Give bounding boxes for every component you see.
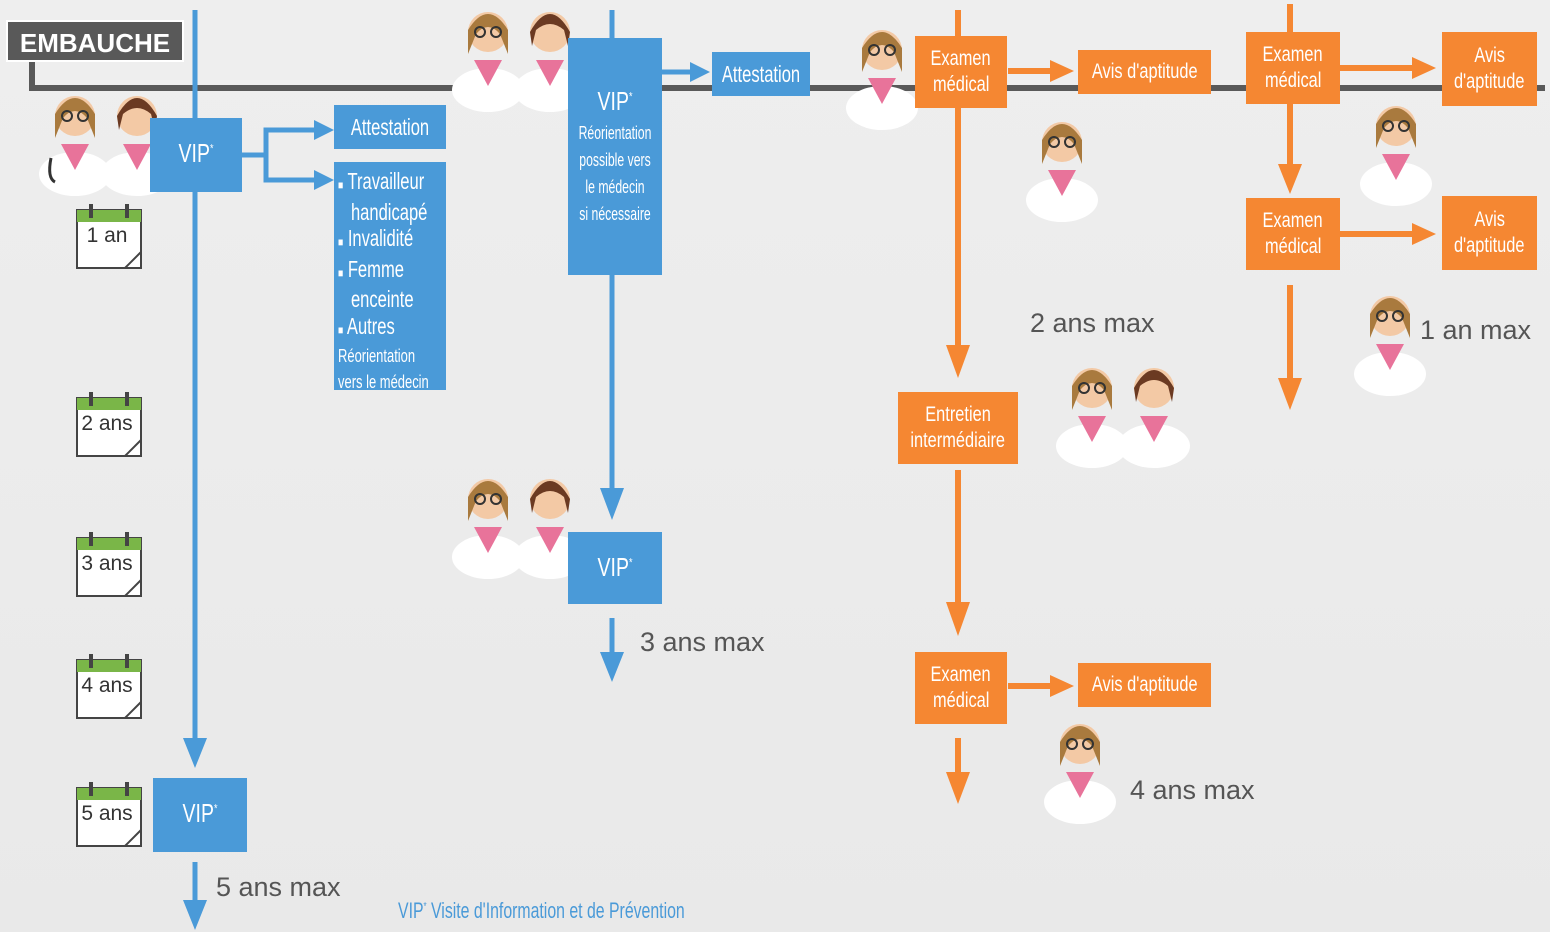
vip-box: VIP* <box>150 118 242 192</box>
doctors-pair-icon <box>39 96 173 196</box>
exam-line: Examen <box>930 663 992 686</box>
doctor-icon <box>1360 106 1432 206</box>
special-cases-list: ■ Travailleur handicapé ■ Invalidité ■ F… <box>338 168 446 395</box>
aptitude-line: d'aptitude <box>1454 234 1525 257</box>
vip-note-line: si nécessaire <box>579 204 651 224</box>
list-item: enceinte <box>350 286 414 312</box>
exam-line: Examen <box>930 47 992 70</box>
vip-label: VIP <box>597 552 629 582</box>
medical-exam-box: Examen médical <box>1246 32 1340 104</box>
aptitude-box: Avis d'aptitude <box>1442 32 1537 106</box>
reorientation-line: vers le médecin <box>338 372 429 392</box>
vip-note-line: possible vers <box>579 150 651 170</box>
doctors-pair-icon <box>452 12 586 112</box>
max-label: 3 ans max <box>640 627 765 657</box>
aptitude-line: Avis <box>1474 44 1505 67</box>
list-item: ■ Femme <box>338 255 404 282</box>
calendar-icon: 3 ans <box>75 530 145 597</box>
left-blue-arrowhead <box>183 738 207 768</box>
aptitude-line: d'aptitude <box>1454 70 1525 93</box>
vip-label: VIP <box>597 86 629 116</box>
calendar-icon: 1 an <box>75 202 145 269</box>
aptitude-box: Avis d'aptitude <box>1078 50 1211 94</box>
max-label: 2 ans max <box>1030 308 1155 338</box>
exam-line: médical <box>1264 235 1322 258</box>
aptitude-line: Avis <box>1474 208 1505 231</box>
attestation-box: Attestation <box>334 105 446 149</box>
calendar-icon: 4 ans <box>75 652 145 719</box>
calendar-label: 1 an <box>86 224 128 247</box>
interview-box: Entretien intermédiaire <box>898 392 1018 464</box>
aptitude-label: Avis d'aptitude <box>1091 673 1198 696</box>
exam-line: médical <box>932 689 990 712</box>
calendar-label: 4 ans <box>81 674 133 697</box>
vip-box-middle: VIP* Réorientation possible vers le méde… <box>568 38 662 275</box>
doctor-icon <box>1354 296 1426 396</box>
medical-exam-box: Examen médical <box>1246 198 1340 270</box>
bracket <box>242 127 318 183</box>
calendar-icon: 2 ans <box>75 390 145 457</box>
attestation-label: Attestation <box>350 114 430 140</box>
medical-exam-box: Examen médical <box>915 652 1007 724</box>
vip-note-line: le médecin <box>585 177 645 197</box>
max-label: 1 an max <box>1420 315 1532 345</box>
calendar-label: 2 ans <box>81 412 133 435</box>
aptitude-box: Avis d'aptitude <box>1078 663 1211 707</box>
max-label: 4 ans max <box>1130 775 1255 805</box>
doctor-icon <box>846 30 918 130</box>
list-item: ■ Travailleur <box>338 168 425 194</box>
footnote-text: Visite d'Information et de Prévention <box>426 898 685 923</box>
vip-label: VIP <box>178 138 210 168</box>
vip-star: * <box>209 141 214 156</box>
attestation-label: Attestation <box>721 61 801 87</box>
aptitude-box: Avis d'aptitude <box>1442 196 1537 270</box>
doctor-icon <box>1044 724 1116 824</box>
list-item: ■ Invalidité <box>338 225 414 251</box>
exam-line: Examen <box>1262 209 1324 232</box>
calendar-icon: 5 ans <box>75 780 145 847</box>
vip-star: * <box>628 555 633 570</box>
interview-line: Entretien <box>925 403 991 426</box>
vip-note: Réorientation possible vers le médecin s… <box>569 120 660 228</box>
list-item: handicapé <box>350 198 428 225</box>
exam-line: médical <box>932 73 990 96</box>
exam-line: Examen <box>1262 43 1324 66</box>
list-item: ■ Autres <box>338 312 395 339</box>
hiring-timeline <box>29 62 1545 91</box>
doctor-icon <box>1026 122 1098 222</box>
medical-exam-box: Examen médical <box>915 36 1007 108</box>
vip-star: * <box>628 89 633 104</box>
doctors-pair-icon <box>1056 368 1190 468</box>
special-cases-box: ■ Travailleur handicapé ■ Invalidité ■ F… <box>334 162 446 392</box>
footnote-star: * <box>423 900 427 913</box>
reorientation-line: Réorientation <box>338 346 416 366</box>
footnote-vip: VIP <box>398 898 424 923</box>
vip-box-bottom: VIP* <box>153 778 247 852</box>
doctors-pair-icon <box>452 479 586 579</box>
vip-star: * <box>213 801 218 816</box>
vip-label: VIP <box>182 798 214 828</box>
attestation-box-middle: Attestation <box>712 52 810 96</box>
aptitude-label: Avis d'aptitude <box>1091 60 1198 83</box>
vip-note-line: Réorientation <box>578 123 652 143</box>
interview-line: intermédiaire <box>910 429 1006 452</box>
max-label: 5 ans max <box>216 872 341 902</box>
vip-box-middle-bottom: VIP* <box>568 532 662 604</box>
calendar-label: 5 ans <box>81 802 133 825</box>
exam-line: médical <box>1264 69 1322 92</box>
calendar-label: 3 ans <box>81 552 133 575</box>
footnote: VIP* Visite d'Information et de Préventi… <box>398 898 685 924</box>
hiring-label: EMBAUCHE <box>6 20 184 62</box>
